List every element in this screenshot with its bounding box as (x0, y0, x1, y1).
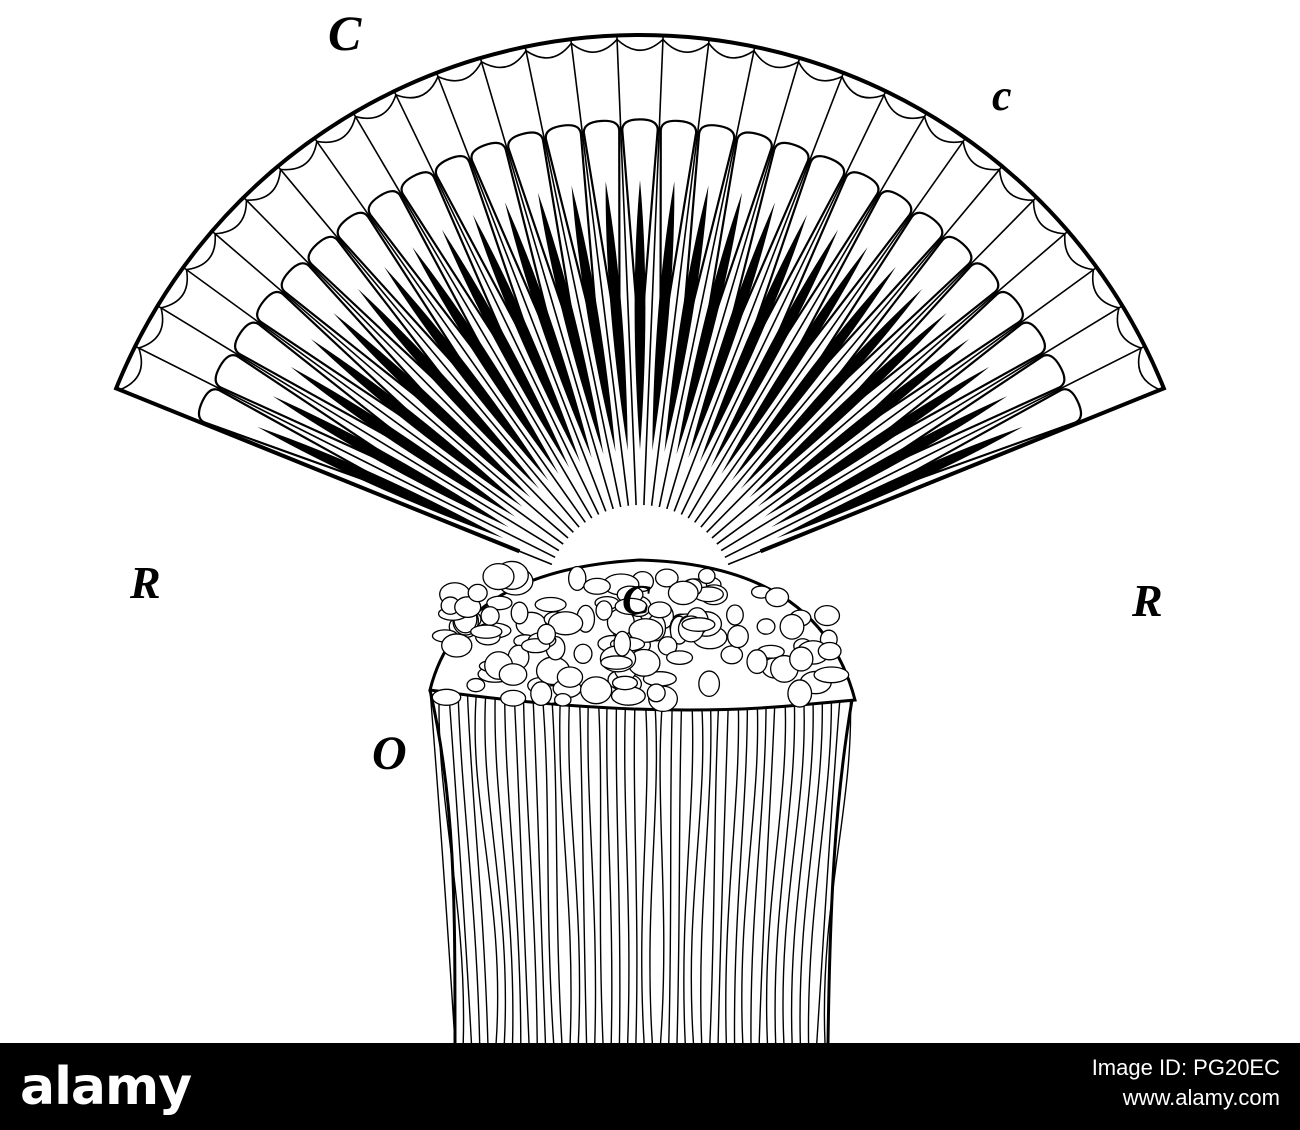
nerve-fiber (625, 690, 629, 1043)
nerve-fiber (650, 690, 657, 1043)
ganglion-cell (596, 601, 612, 620)
ganglion-cell (499, 664, 526, 685)
label-cornea-right: c (992, 74, 1012, 118)
ganglion-cell (555, 694, 571, 706)
nerve-fiber (634, 690, 637, 1043)
corneal-facet (187, 234, 216, 270)
ganglion-cell (613, 676, 638, 689)
label-ganglion-center: C (622, 580, 650, 622)
nerve-fiber (677, 690, 682, 1043)
ganglion-cell (432, 689, 460, 705)
nerve-fiber (742, 690, 758, 1043)
ganglion-cell (780, 614, 804, 639)
ganglion-cell (790, 647, 813, 671)
ganglion-cell (537, 624, 555, 644)
nerve-fiber (514, 690, 529, 1043)
ganglion-cell (614, 631, 630, 656)
label-optic-nerve: O (372, 730, 407, 778)
ganglion-cell (648, 602, 671, 618)
ganglion-cell (531, 682, 552, 706)
watermark-url: www.alamy.com (1092, 1083, 1280, 1113)
ganglion-cell (815, 606, 840, 626)
ganglion-cell (468, 584, 487, 601)
ganglion-cell (757, 619, 775, 634)
optic-nerve-fibers (430, 690, 852, 1043)
ganglion-cell (511, 602, 528, 624)
nerve-fiber (533, 690, 546, 1043)
corneal-facet (246, 169, 280, 200)
corneal-facet (925, 117, 964, 143)
ganglion-cell (728, 625, 749, 647)
corneal-facet (161, 270, 187, 308)
label-cornea-left: C (328, 8, 361, 58)
ganglion-cell (667, 651, 693, 664)
ganglion-cell (557, 667, 582, 687)
fan-eye-diagram: C c R R C O (0, 0, 1300, 1043)
nerve-fiber (734, 690, 747, 1043)
nerve-fiber (607, 690, 612, 1043)
ganglion-cell (471, 625, 502, 638)
corneal-facet (617, 39, 663, 50)
nerve-fiber (718, 690, 729, 1043)
corneal-facet (1093, 270, 1119, 308)
nerve-fiber (669, 690, 673, 1043)
ganglion-cell (818, 642, 841, 659)
ganglion-cell (814, 667, 849, 683)
ganglion-cell (747, 650, 767, 674)
watermark-image-id: Image ID: PG20EC (1092, 1053, 1280, 1083)
nerve-fiber (642, 690, 647, 1043)
ganglion-cell (483, 564, 514, 590)
corneal-facet (215, 200, 246, 234)
nerve-fiber (579, 690, 586, 1043)
ganglion-cell (727, 605, 744, 625)
compound-eye-drawing (0, 0, 1300, 1043)
ganglion-cell (668, 581, 698, 604)
nerve-fiber (588, 690, 596, 1043)
optic-nerve-edge (828, 700, 852, 1043)
ganglion-cell (647, 684, 665, 702)
ganglion-cell (574, 644, 592, 663)
ganglion-cell (721, 646, 742, 664)
nerve-fiber (616, 690, 620, 1043)
nerve-fiber (598, 690, 603, 1043)
corneal-facet (317, 117, 356, 143)
corneal-facet (663, 39, 709, 52)
ganglion-cell (699, 569, 715, 584)
ganglion-cell (682, 618, 715, 632)
corneal-facet (1000, 169, 1034, 200)
nerve-fiber (751, 690, 766, 1043)
corneal-facet (963, 141, 999, 169)
ganglion-cell (442, 634, 472, 657)
corneal-facet (571, 39, 617, 52)
corneal-facet (280, 141, 316, 169)
ganglion-cell (584, 578, 610, 594)
nerve-fiber (660, 690, 664, 1043)
label-retina-right: R (1132, 578, 1163, 624)
watermark-bar: alamy Image ID: PG20EC www.alamy.com (0, 1043, 1300, 1130)
corneal-facet (1034, 200, 1065, 234)
ganglion-cell (766, 588, 789, 607)
ganglion-cell (601, 656, 632, 669)
ganglion-cell (501, 690, 526, 706)
watermark-logo: alamy (20, 1057, 191, 1117)
watermark-info: Image ID: PG20EC www.alamy.com (1092, 1053, 1280, 1113)
ganglion-cell (581, 677, 612, 704)
ganglion-cell (481, 607, 499, 626)
ganglion-cell (535, 598, 566, 612)
corneal-facet (1065, 234, 1094, 270)
ganglion-cell (788, 680, 812, 707)
ganglion-cell (467, 679, 485, 692)
ganglion-cell (699, 671, 720, 696)
label-retina-left: R (130, 560, 161, 606)
